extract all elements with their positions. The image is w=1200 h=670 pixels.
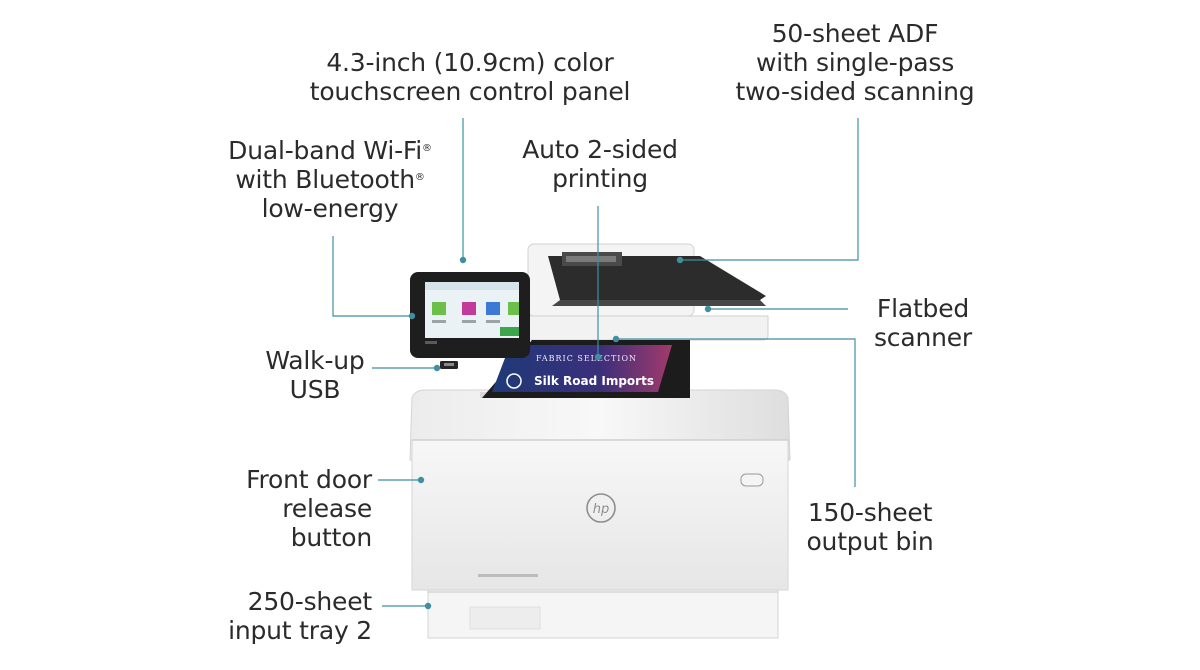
printed-page-title: FABRIC SELECTION bbox=[536, 354, 637, 363]
leader-dot-adf bbox=[676, 256, 684, 264]
callout-duplex: Auto 2-sided printing bbox=[500, 135, 700, 193]
callout-front-door-line2: release bbox=[282, 494, 372, 523]
callout-input-tray: 250-sheet input tray 2 bbox=[200, 587, 372, 645]
leader-lines bbox=[332, 118, 859, 607]
leader-dot-wifi bbox=[408, 312, 416, 320]
leader-endpoints bbox=[408, 256, 712, 610]
leader-wifi bbox=[332, 236, 410, 317]
printed-page-heading: Silk Road Imports bbox=[534, 374, 654, 388]
callout-control-panel: 4.3-inch (10.9cm) color touchscreen cont… bbox=[300, 48, 640, 106]
callout-flatbed: Flatbed scanner bbox=[858, 294, 988, 352]
leader-adf bbox=[680, 118, 859, 261]
printer-lower-body bbox=[409, 389, 791, 591]
callout-usb-line1: Walk-up bbox=[265, 346, 365, 375]
callout-input-tray-line2: input tray 2 bbox=[228, 616, 372, 645]
callout-flatbed-line1: Flatbed bbox=[876, 294, 970, 323]
model-label bbox=[478, 574, 538, 577]
leader-dot-usb bbox=[433, 364, 441, 372]
callout-output-bin: 150-sheet output bin bbox=[795, 498, 945, 556]
leader-dot-output-bin bbox=[612, 335, 620, 343]
leader-dot-front-door bbox=[417, 476, 425, 484]
callout-control-panel-line2: touchscreen control panel bbox=[309, 77, 631, 106]
leader-dot-control-panel bbox=[459, 256, 467, 264]
registered-mark-icon: ® bbox=[422, 143, 432, 154]
leader-dot-flatbed bbox=[704, 305, 712, 313]
callout-input-tray-line1: 250-sheet bbox=[247, 587, 373, 616]
leader-dot-input-tray bbox=[424, 602, 432, 610]
leader-output-bin bbox=[616, 338, 856, 487]
printed-page bbox=[492, 345, 672, 392]
callout-adf-line2: with single-pass bbox=[755, 48, 955, 77]
registered-mark-icon: ® bbox=[414, 172, 425, 183]
callout-front-door-line3: button bbox=[290, 523, 372, 552]
scanner-unit bbox=[499, 243, 769, 341]
brand-logo-text: hp bbox=[593, 502, 610, 517]
output-bin: FABRIC SELECTION Silk Road Imports bbox=[482, 340, 690, 398]
callout-front-door: Front door release button bbox=[210, 465, 372, 552]
callout-control-panel-line1: 4.3-inch (10.9cm) color bbox=[326, 48, 614, 77]
usb-port-icon bbox=[440, 361, 458, 369]
callout-wifi-line2: with Bluetooth bbox=[235, 165, 415, 194]
hp-logo-icon: hp bbox=[586, 493, 616, 523]
input-tray bbox=[427, 589, 779, 639]
callout-duplex-line1: Auto 2-sided bbox=[522, 135, 678, 164]
leader-dot-duplex bbox=[594, 353, 602, 361]
callout-duplex-line2: printing bbox=[552, 164, 648, 193]
callout-usb-line2: USB bbox=[289, 375, 341, 404]
callout-adf-line1: 50-sheet ADF bbox=[771, 19, 939, 48]
callout-output-bin-line1: 150-sheet bbox=[807, 498, 933, 527]
callout-output-bin-line2: output bin bbox=[806, 527, 934, 556]
callout-adf: 50-sheet ADF with single-pass two-sided … bbox=[730, 19, 980, 106]
callout-front-door-line1: Front door bbox=[246, 465, 372, 494]
callout-wifi: Dual-band Wi-Fi® with Bluetooth® low-ene… bbox=[215, 136, 445, 223]
callout-adf-line3: two-sided scanning bbox=[735, 77, 975, 106]
front-door-release-button bbox=[740, 473, 764, 487]
callout-flatbed-line2: scanner bbox=[873, 323, 973, 352]
control-panel-touchscreen bbox=[410, 272, 530, 358]
callout-wifi-line3: low-energy bbox=[261, 194, 399, 223]
callout-wifi-line1: Dual-band Wi-Fi bbox=[228, 136, 423, 165]
callout-usb: Walk-up USB bbox=[255, 346, 375, 404]
